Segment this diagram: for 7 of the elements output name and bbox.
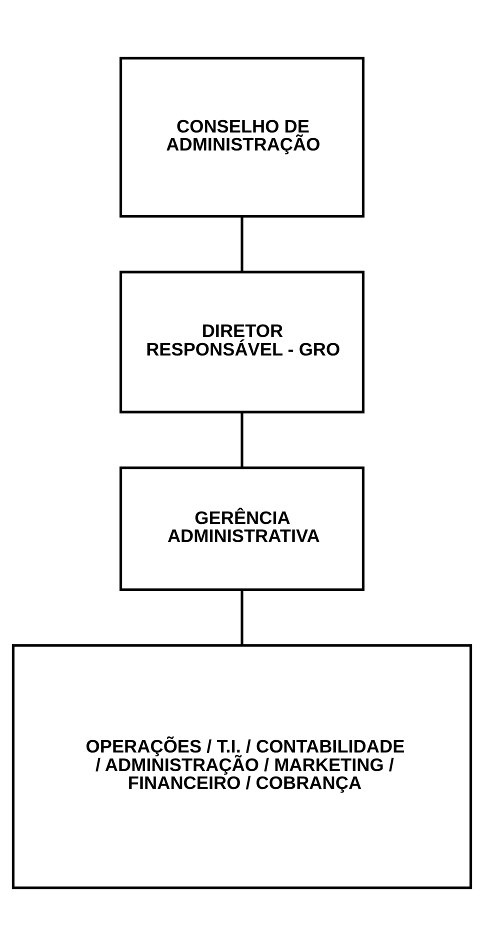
connector	[240, 412, 244, 468]
node-box: GERÊNCIA ADMINISTRATIVA	[120, 466, 364, 590]
node-box: DIRETOR RESPONSÁVEL - GRO	[120, 270, 364, 413]
connector	[240, 216, 244, 272]
node-box: CONSELHO DE ADMINISTRAÇÃO	[120, 56, 364, 218]
connector	[240, 590, 244, 644]
node-box: OPERAÇÕES / T.I. / CONTABILIDADE / ADMINISTRAÇÃO / MARKETING / FINANCEIRO / COBRANÇA	[12, 644, 472, 889]
